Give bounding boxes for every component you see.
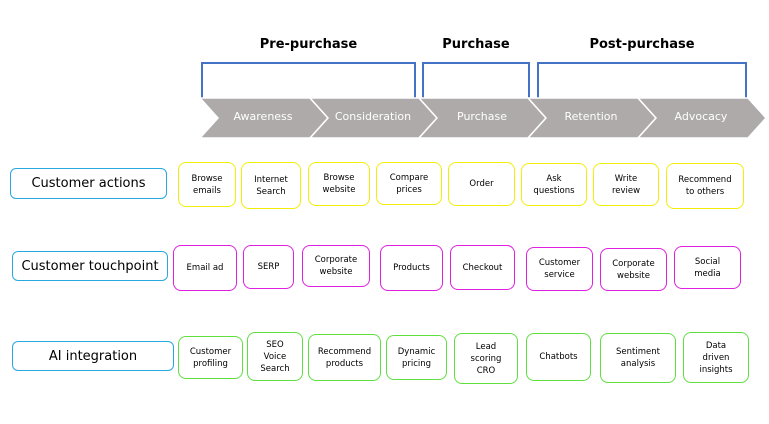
row-label-customer-actions: Customer actions bbox=[10, 168, 167, 199]
chevron-label-purchase: Purchase bbox=[457, 110, 507, 123]
bracket-pre-purchase bbox=[201, 62, 416, 98]
ai-box: Sentiment analysis bbox=[600, 333, 676, 383]
touchpoint-box: SERP bbox=[243, 245, 294, 289]
ai-box: Lead scoring CRO bbox=[454, 333, 518, 384]
touchpoint-box: Email ad bbox=[173, 245, 237, 291]
stage-title-purchase: Purchase bbox=[442, 37, 510, 52]
action-box: Browse emails bbox=[178, 162, 236, 207]
ai-box: Recommend products bbox=[308, 334, 381, 381]
chevron-label-awareness: Awareness bbox=[233, 110, 293, 123]
chevron-label-consideration: Consideration bbox=[334, 110, 412, 123]
chevron-advocacy bbox=[636, 97, 768, 139]
action-box: Recommend to others bbox=[666, 163, 744, 209]
stage-title-post-purchase: Post-purchase bbox=[589, 37, 695, 52]
action-box: Compare prices bbox=[376, 162, 442, 205]
bracket-purchase bbox=[422, 62, 530, 98]
touchpoint-box: Corporate website bbox=[600, 248, 667, 291]
stage-title-pre-purchase: Pre-purchase bbox=[259, 37, 358, 52]
chevron-label-advocacy: Advocacy bbox=[674, 110, 728, 123]
action-box: Order bbox=[448, 162, 515, 206]
action-box: Internet Search bbox=[241, 162, 301, 209]
row-label-ai-integration: AI integration bbox=[12, 341, 174, 371]
row-label-customer-touchpoint: Customer touchpoint bbox=[12, 251, 168, 281]
ai-box: Customer profiling bbox=[178, 336, 243, 379]
action-box: Write review bbox=[593, 163, 659, 206]
touchpoint-box: Social media bbox=[674, 246, 741, 289]
chevron-label-retention: Retention bbox=[564, 110, 618, 123]
touchpoint-box: Checkout bbox=[450, 245, 515, 290]
ai-box: Dynamic pricing bbox=[386, 335, 447, 380]
action-box: Ask questions bbox=[521, 163, 587, 206]
bracket-post-purchase bbox=[537, 62, 747, 98]
touchpoint-box: Products bbox=[380, 245, 443, 291]
ai-box: SEO Voice Search bbox=[247, 332, 303, 381]
touchpoint-box: Customer service bbox=[526, 247, 593, 291]
ai-box: Chatbots bbox=[526, 333, 591, 381]
action-box: Browse website bbox=[308, 162, 370, 206]
ai-box: Data driven insights bbox=[683, 332, 749, 383]
touchpoint-box: Corporate website bbox=[302, 245, 370, 287]
